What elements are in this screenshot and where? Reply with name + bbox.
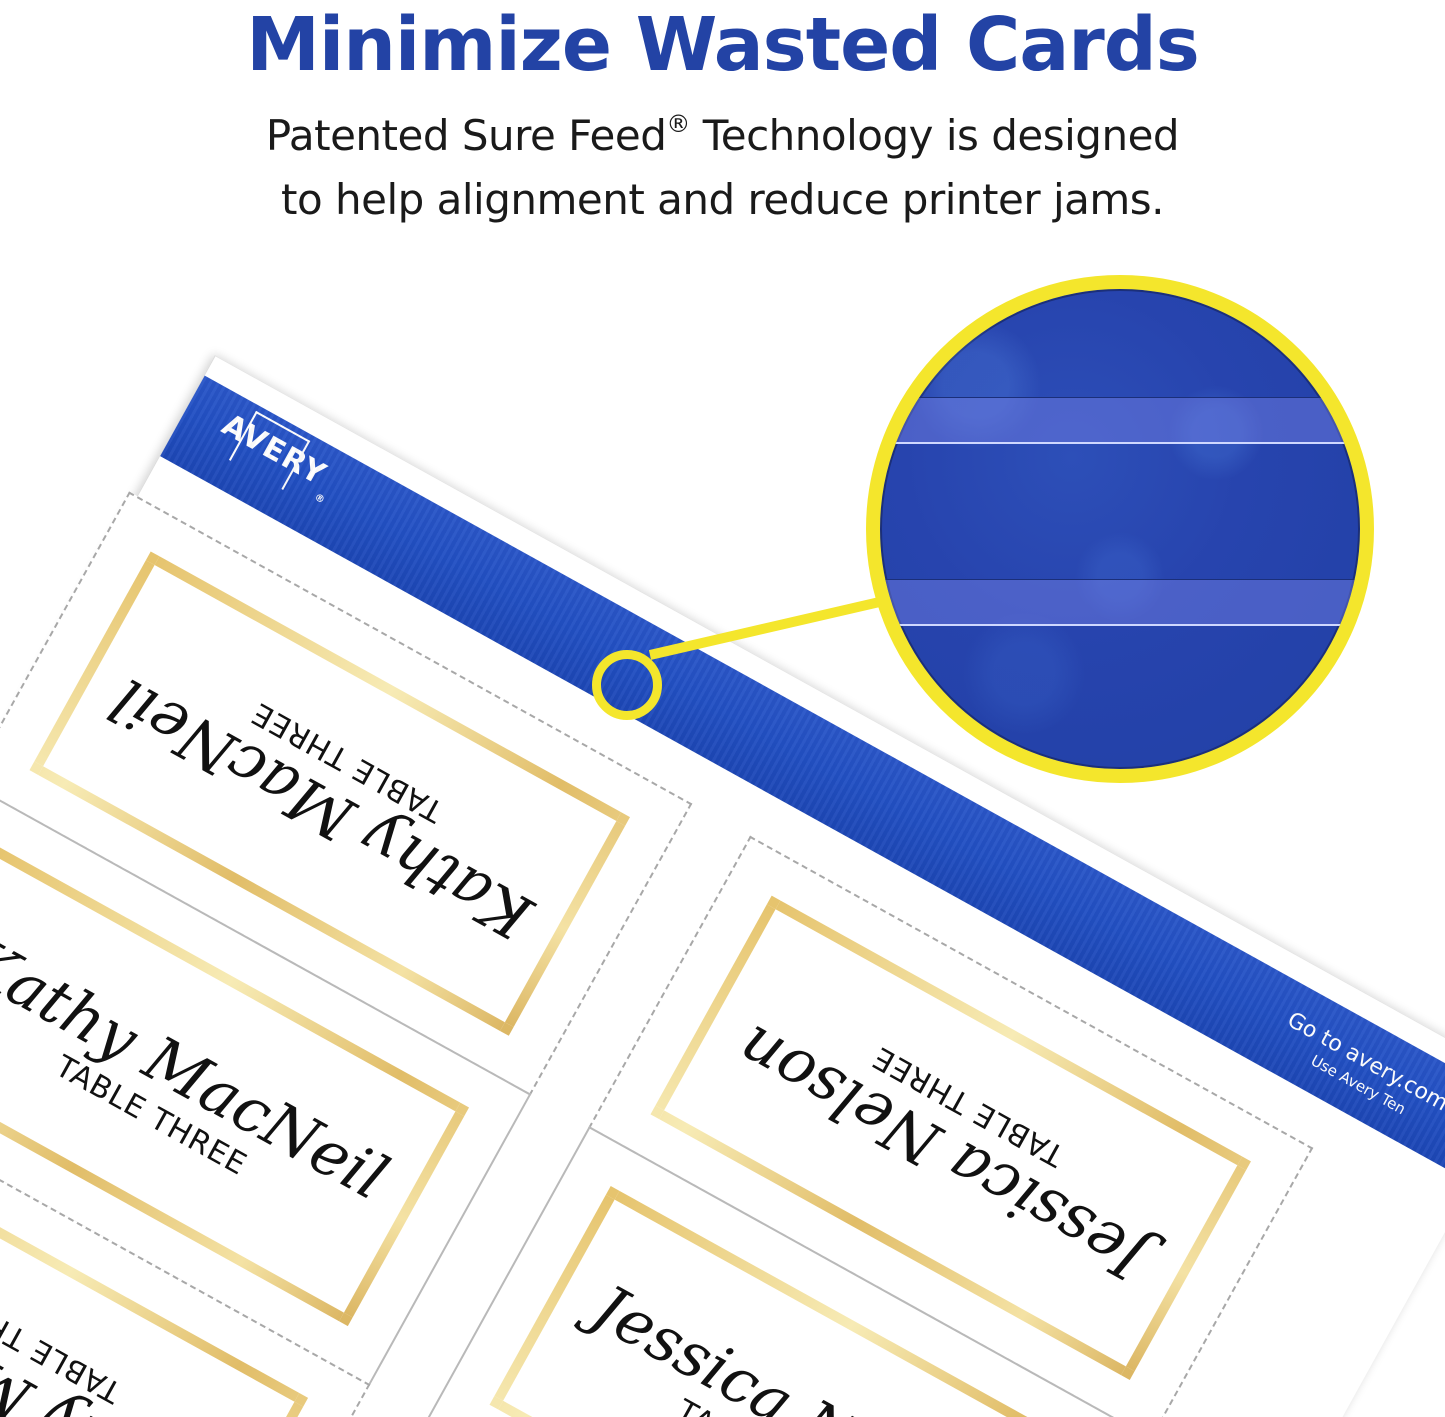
subhead: Patented Sure Feed® Technology is design… [0, 92, 1445, 232]
avery-logo-frame-icon [228, 410, 311, 490]
subhead-line2: to help alignment and reduce printer jam… [280, 175, 1165, 224]
focus-ring-icon [592, 650, 662, 720]
strip-url-text: Go to avery.com [1282, 1007, 1445, 1117]
headline: Minimize Wasted Cards [246, 2, 1200, 88]
avery-logo: AVERY® [215, 407, 332, 507]
magnifier-callout-icon [866, 275, 1374, 783]
registered-mark: ® [666, 110, 690, 138]
sure-feed-band-bottom [880, 579, 1360, 626]
subhead-line1-post: Technology is designed [689, 111, 1180, 160]
strip-template-text: Use Avery Ten [1307, 1051, 1409, 1119]
subhead-line1-pre: Patented Sure Feed [265, 111, 667, 160]
sure-feed-band-top [880, 397, 1360, 444]
